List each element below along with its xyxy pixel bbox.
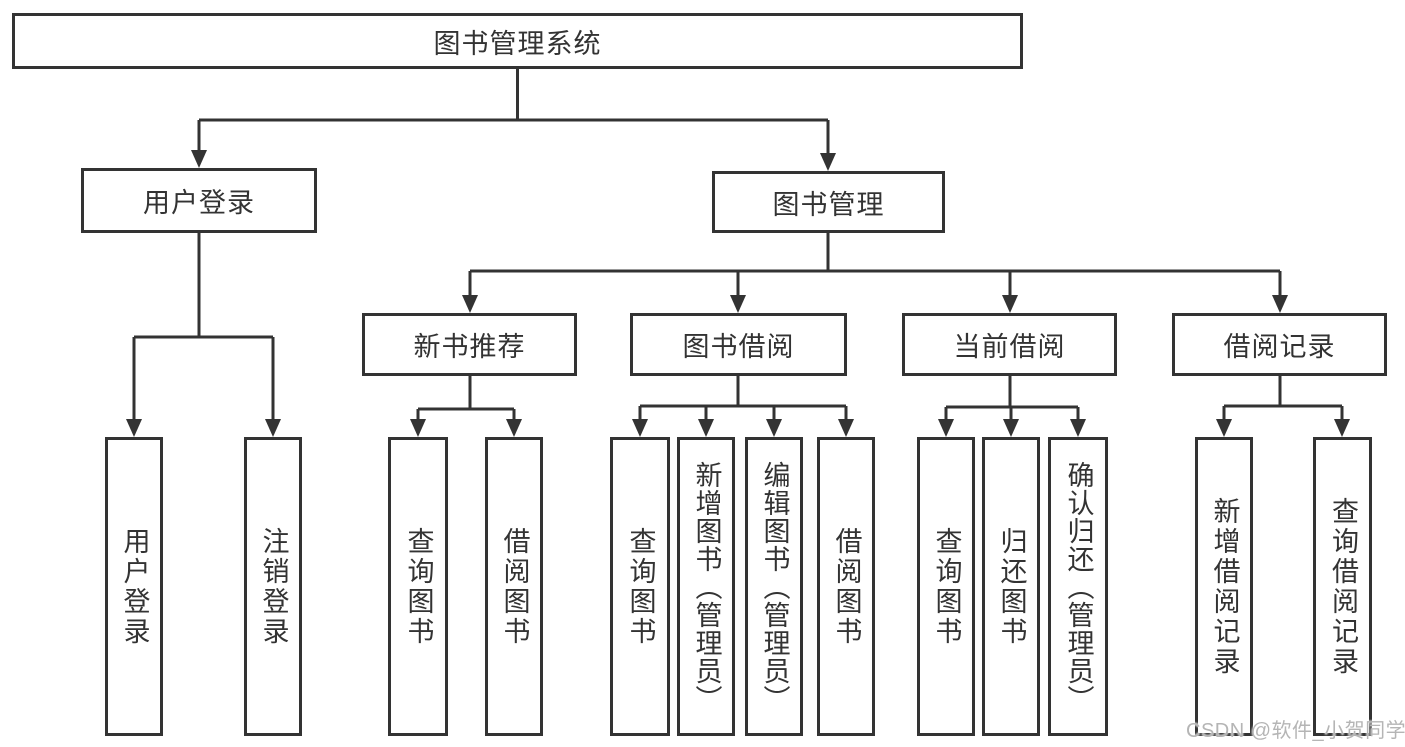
leaf-query-books: 查询图书 [388,437,448,736]
leaf-label: 用户登录 [119,526,150,647]
connector-book-management [468,233,1282,296]
arrowhead [191,150,207,168]
leaf-borrow-books: 借阅图书 [485,437,543,736]
leaf-label: 查询借阅记录 [1328,496,1358,677]
leaf-logout-login: 注销登录 [244,437,302,736]
arrowhead [1002,295,1018,313]
leaf-add-book-admin: 新增图书（管理员） [677,437,735,736]
node-user-login: 用户登录 [81,168,317,233]
leaf-label: 注销登录 [258,526,289,647]
arrowhead [1216,419,1232,437]
node-new-book-recommendation: 新书推荐 [362,313,577,376]
leaf-label: 借阅图书 [831,526,862,647]
connector-user-login [132,233,275,420]
leaf-label: 查询图书 [625,526,656,647]
leaf-query-borrow-record: 查询借阅记录 [1313,437,1372,736]
connector-root [197,69,830,154]
arrowhead [506,419,522,437]
arrowhead [838,419,854,437]
node-current-borrowing: 当前借阅 [902,313,1117,376]
leaf-add-borrow-record: 新增借阅记录 [1195,437,1253,736]
arrowhead [410,419,426,437]
arrowhead [938,419,954,437]
leaf-label: 借阅图书 [499,526,530,647]
leaf-user-login: 用户登录 [105,437,163,736]
leaf-label: 新增图书（管理员） [691,460,722,713]
node-borrowing-records: 借阅记录 [1172,313,1387,376]
arrowhead [730,295,746,313]
csdn-watermark: CSDN @软件_小贺同学 [1186,720,1405,742]
leaf-borrow-book: 借阅图书 [817,437,875,736]
node-book-borrowing: 图书借阅 [630,313,847,376]
arrowhead [1334,419,1350,437]
arrowhead [1003,419,1019,437]
arrowhead [632,419,648,437]
connector-book-borrowing [638,376,848,420]
leaf-label: 编辑图书（管理员） [759,460,790,713]
arrowhead [820,153,836,171]
leaf-label: 归还图书 [996,526,1027,647]
connector-borrowing-records [1222,376,1344,420]
leaf-edit-book-admin: 编辑图书（管理员） [745,437,803,736]
node-book-management: 图书管理 [712,171,945,233]
leaf-query-books-borrow: 查询图书 [610,437,670,736]
leaf-return-book: 归还图书 [982,437,1040,736]
leaf-label: 查询图书 [403,526,434,647]
leaf-label: 新增借阅记录 [1209,496,1240,677]
leaf-label: 查询图书 [931,526,962,647]
connector-current-borrowing [944,376,1080,420]
arrowhead [1272,295,1288,313]
leaf-confirm-return-admin: 确认归还（管理员） [1048,437,1108,736]
connector-new-book-recommendation [416,376,516,420]
node-library-system: 图书管理系统 [12,13,1023,69]
arrowhead [766,419,782,437]
arrowhead [265,419,281,437]
arrowhead [1070,419,1086,437]
arrowhead [126,419,142,437]
arrowhead [698,419,714,437]
leaf-query-books-current: 查询图书 [917,437,975,736]
arrowhead [462,295,478,313]
leaf-label: 确认归还（管理员） [1063,460,1094,713]
